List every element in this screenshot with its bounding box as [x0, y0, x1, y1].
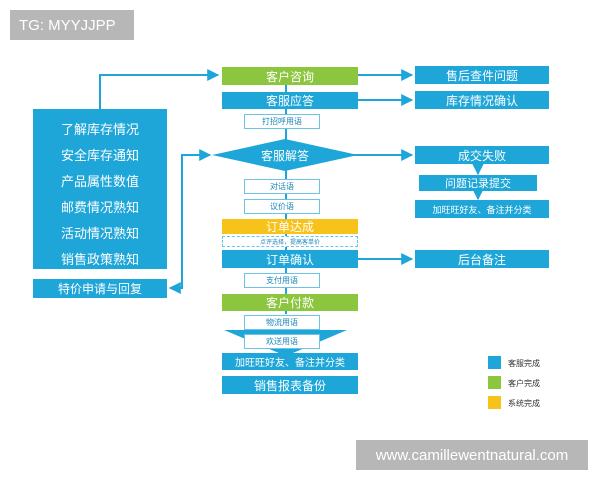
- answer-diamond: [212, 139, 358, 171]
- consult-box: 客户咨询: [222, 67, 358, 85]
- arrow-to-special-price: [168, 154, 205, 294]
- legend-label-service: 客服完成: [508, 359, 540, 368]
- legend-swatch-service: [488, 356, 501, 369]
- add-friend-box: 加旺旺好友、备注并分类: [222, 353, 358, 370]
- left-item-postage: 邮费情况熟知: [60, 200, 139, 216]
- legend-label-customer: 客户完成: [508, 379, 540, 388]
- tg-tag: TG: MYYJJPP: [10, 10, 134, 40]
- left-item-policy: 销售政策熟知: [60, 252, 139, 268]
- left-item-activity: 活动情况熟知: [60, 226, 139, 242]
- after-sale-box: 售后查件问题: [415, 66, 549, 84]
- order-reached-box: 订单达成: [222, 219, 358, 234]
- legend-swatch-customer: [488, 376, 501, 389]
- stock-confirm-box: 库存情况确认: [415, 91, 549, 109]
- left-item-stock: 了解库存情况: [60, 122, 139, 138]
- reached-note-box: 点评选择，提高客单价: [222, 236, 358, 247]
- order-confirm-box: 订单确认: [222, 250, 358, 268]
- issue-record-box: 问题记录提交: [419, 175, 537, 191]
- logistics-box: 物流用语: [244, 315, 320, 330]
- pay-terms-box: 支付用语: [244, 273, 320, 288]
- right-add-friend-box: 加旺旺好友、备注并分类: [415, 200, 549, 218]
- farewell-box: 欢送用语: [244, 334, 320, 349]
- deal-fail-box: 成交失败: [415, 146, 549, 164]
- legend-label-system: 系统完成: [508, 399, 540, 408]
- left-item-attributes: 产品属性数值: [60, 174, 139, 190]
- payment-box: 客户付款: [222, 294, 358, 311]
- report-box: 销售报表备份: [222, 376, 358, 394]
- arrow-to-consult: [99, 69, 220, 109]
- left-item-safety-stock: 安全库存通知: [60, 148, 139, 164]
- left-info-panel: 了解库存情况 安全库存通知 产品属性数值 邮费情况熟知 活动情况熟知 销售政策熟…: [33, 109, 167, 269]
- answer-label: 客服解答: [260, 148, 309, 163]
- dialogue-box: 对话语: [244, 179, 320, 194]
- legend-swatch-system: [488, 396, 501, 409]
- respond-box: 客服应答: [222, 92, 358, 109]
- greeting-box: 打招呼用语: [244, 114, 320, 129]
- backend-note-box: 后台备注: [415, 250, 549, 268]
- watermark: www.camillewentnatural.com: [356, 440, 588, 470]
- bargain-box: 议价语: [244, 199, 320, 214]
- special-price-box: 特价申请与回复: [33, 279, 167, 298]
